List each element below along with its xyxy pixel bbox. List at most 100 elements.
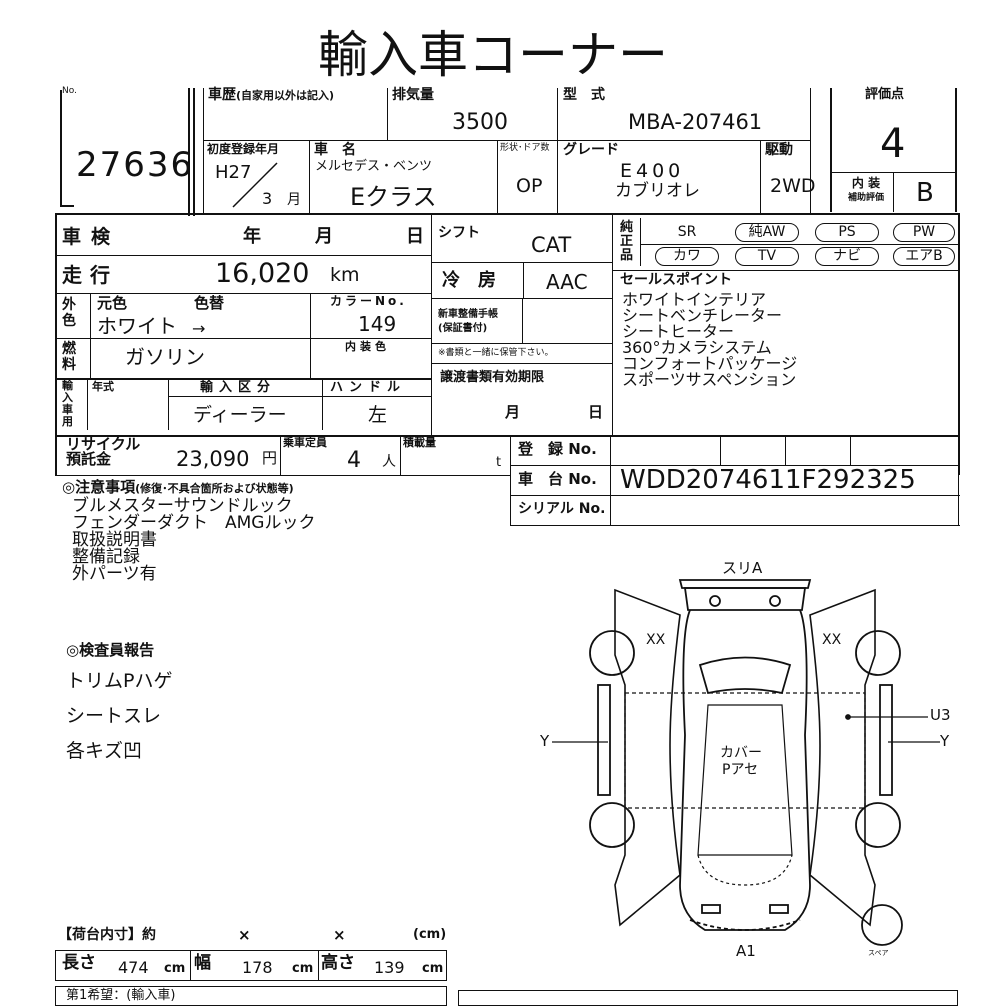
option-tv: TV bbox=[735, 247, 799, 266]
sales-point: スポーツサスペンション bbox=[622, 370, 797, 389]
note-item: ブルメスターサウンドルック bbox=[72, 496, 293, 516]
inspector-item: シートスレ bbox=[66, 705, 162, 727]
car-maker: メルセデス・ベンツ bbox=[315, 159, 433, 174]
score-label: 評価点 bbox=[865, 87, 905, 102]
sales-point: 360°カメラシステム bbox=[622, 338, 772, 357]
shift-label: シフト bbox=[438, 225, 480, 241]
diagram-y-right: Y bbox=[940, 732, 950, 750]
capacity-value: 4 bbox=[347, 448, 361, 473]
sales-point: シートヒーター bbox=[622, 322, 735, 341]
fuel-value: ガソリン bbox=[125, 345, 205, 369]
height-value: 139 bbox=[374, 958, 405, 977]
score-value: 4 bbox=[880, 121, 906, 167]
color-orig-label: 元色 bbox=[97, 294, 128, 312]
grade-line1: E400 bbox=[620, 160, 685, 182]
option-aw: 純AW bbox=[735, 223, 799, 242]
cargo-x2: × bbox=[333, 926, 346, 944]
sales-point: シートベンチレーター bbox=[622, 306, 783, 325]
slash-divider bbox=[232, 162, 278, 208]
color-change-label: 色替 bbox=[194, 294, 225, 312]
lot-label: No. bbox=[62, 86, 77, 96]
diagram-y-left: Y bbox=[540, 732, 550, 750]
displacement-value: 3500 bbox=[452, 110, 508, 135]
diagram-center-2: Pアセ bbox=[722, 762, 759, 778]
ac-label: 冷 房 bbox=[442, 270, 496, 291]
option-pw: PW bbox=[893, 223, 955, 242]
lot-bracket bbox=[60, 90, 74, 207]
width-unit: cm bbox=[292, 961, 314, 976]
width-value: 178 bbox=[242, 958, 273, 977]
grade-line2: カブリオレ bbox=[615, 181, 700, 201]
sales-points-list: ホワイトインテリア シートベンチレーター シートヒーター 360°カメラシステム… bbox=[622, 292, 797, 388]
diagram-center-1: カバー bbox=[720, 745, 762, 761]
diagram-top-label: スリA bbox=[722, 559, 763, 577]
inspector-label: ◎検査員報告 bbox=[66, 641, 155, 659]
first-reg-month-unit: 月 bbox=[287, 192, 301, 208]
notes-list: ブルメスターサウンドルック フェンダーダクト AMGルック 取扱説明書 整備記録… bbox=[72, 498, 315, 583]
option-leather: カワ bbox=[655, 247, 719, 266]
first-reg-month: 3 bbox=[262, 189, 273, 208]
color-code: 149 bbox=[358, 312, 397, 336]
color-interior-label: 内装色 bbox=[345, 340, 390, 353]
capacity-unit: 人 bbox=[382, 454, 396, 470]
diagram-bottom: A1 bbox=[736, 942, 756, 960]
displacement-label: 排気量 bbox=[392, 87, 434, 103]
color-code-label: カラーNo. bbox=[330, 294, 407, 308]
car-diagram bbox=[552, 579, 940, 946]
transfer-label: 譲渡書類有効期限 bbox=[440, 370, 545, 385]
option-navi: ナビ bbox=[815, 247, 879, 266]
page-title: 輸入車コーナー bbox=[318, 26, 668, 84]
interior-value: B bbox=[916, 178, 934, 208]
inspector-item: 各キズ凹 bbox=[66, 740, 143, 762]
genuine-label: 純正品 bbox=[620, 220, 634, 263]
car-model: Eクラス bbox=[350, 183, 437, 211]
length-unit: cm bbox=[164, 961, 186, 976]
drive-label: 駆動 bbox=[765, 142, 793, 158]
owner-label: 第1希望：(輸入車) bbox=[66, 988, 176, 1003]
shift-value: CAT bbox=[531, 233, 572, 257]
inspection-label: 車検 bbox=[62, 226, 121, 248]
ac-value: AAC bbox=[546, 270, 588, 294]
chassis-label: 車 台 No. bbox=[518, 470, 597, 488]
width-label: 幅 bbox=[194, 953, 211, 973]
height-unit: cm bbox=[422, 961, 444, 976]
mileage-label: 走行 bbox=[62, 263, 118, 287]
mileage-unit: km bbox=[330, 264, 360, 286]
first-reg-year: H27 bbox=[215, 162, 252, 183]
import-type-label: 輸入区分 bbox=[200, 380, 277, 395]
history-label: 車歴(自家用以外は記入) bbox=[208, 87, 335, 103]
import-handle-label: ハンドル bbox=[330, 380, 407, 395]
color-side-label: 外色 bbox=[62, 297, 76, 329]
import-type-value: ディーラー bbox=[193, 404, 287, 426]
note-item: フェンダーダクト AMGルック bbox=[72, 513, 316, 533]
first-reg-label: 初度登録年月 bbox=[207, 142, 280, 156]
option-airbag: エアB bbox=[893, 247, 955, 266]
body-label: 形状･ドア数 bbox=[500, 143, 550, 153]
recycle-unit: 円 bbox=[262, 449, 278, 467]
note-item: 整備記録 bbox=[72, 547, 140, 567]
capacity-label: 乗車定員 bbox=[283, 436, 327, 449]
inspection-year: 年 bbox=[243, 226, 261, 247]
height-label: 高さ bbox=[321, 953, 355, 973]
option-ps: PS bbox=[815, 223, 879, 242]
import-side-label: 輸入車用 bbox=[62, 379, 73, 428]
note-item: 外パーツ有 bbox=[72, 564, 157, 584]
option-sr: SR bbox=[677, 224, 697, 240]
diagram-xx-right: XX bbox=[822, 632, 842, 648]
reg-label: 登 録 No. bbox=[518, 440, 597, 458]
import-handle-value: 左 bbox=[368, 404, 388, 426]
cargo-x1: × bbox=[238, 926, 251, 944]
chassis-value: WDD2074611F292325 bbox=[620, 465, 916, 495]
lot-number: 27636 bbox=[76, 145, 195, 185]
note-item: 取扱説明書 bbox=[72, 530, 157, 550]
model-code-value: MBA-207461 bbox=[628, 110, 763, 134]
recycle-label: リサイクル預託金 bbox=[66, 435, 141, 468]
sales-point: ホワイトインテリア bbox=[622, 290, 767, 309]
color-arrow: → bbox=[192, 319, 206, 338]
load-label: 積載量 bbox=[403, 436, 436, 449]
length-value: 474 bbox=[118, 958, 149, 977]
model-code-label: 型 式 bbox=[563, 87, 605, 103]
car-name-label: 車 名 bbox=[314, 142, 356, 158]
maintenance-label: 新車整備手帳(保証書付) bbox=[438, 309, 498, 334]
inspection-day: 日 bbox=[406, 226, 424, 247]
